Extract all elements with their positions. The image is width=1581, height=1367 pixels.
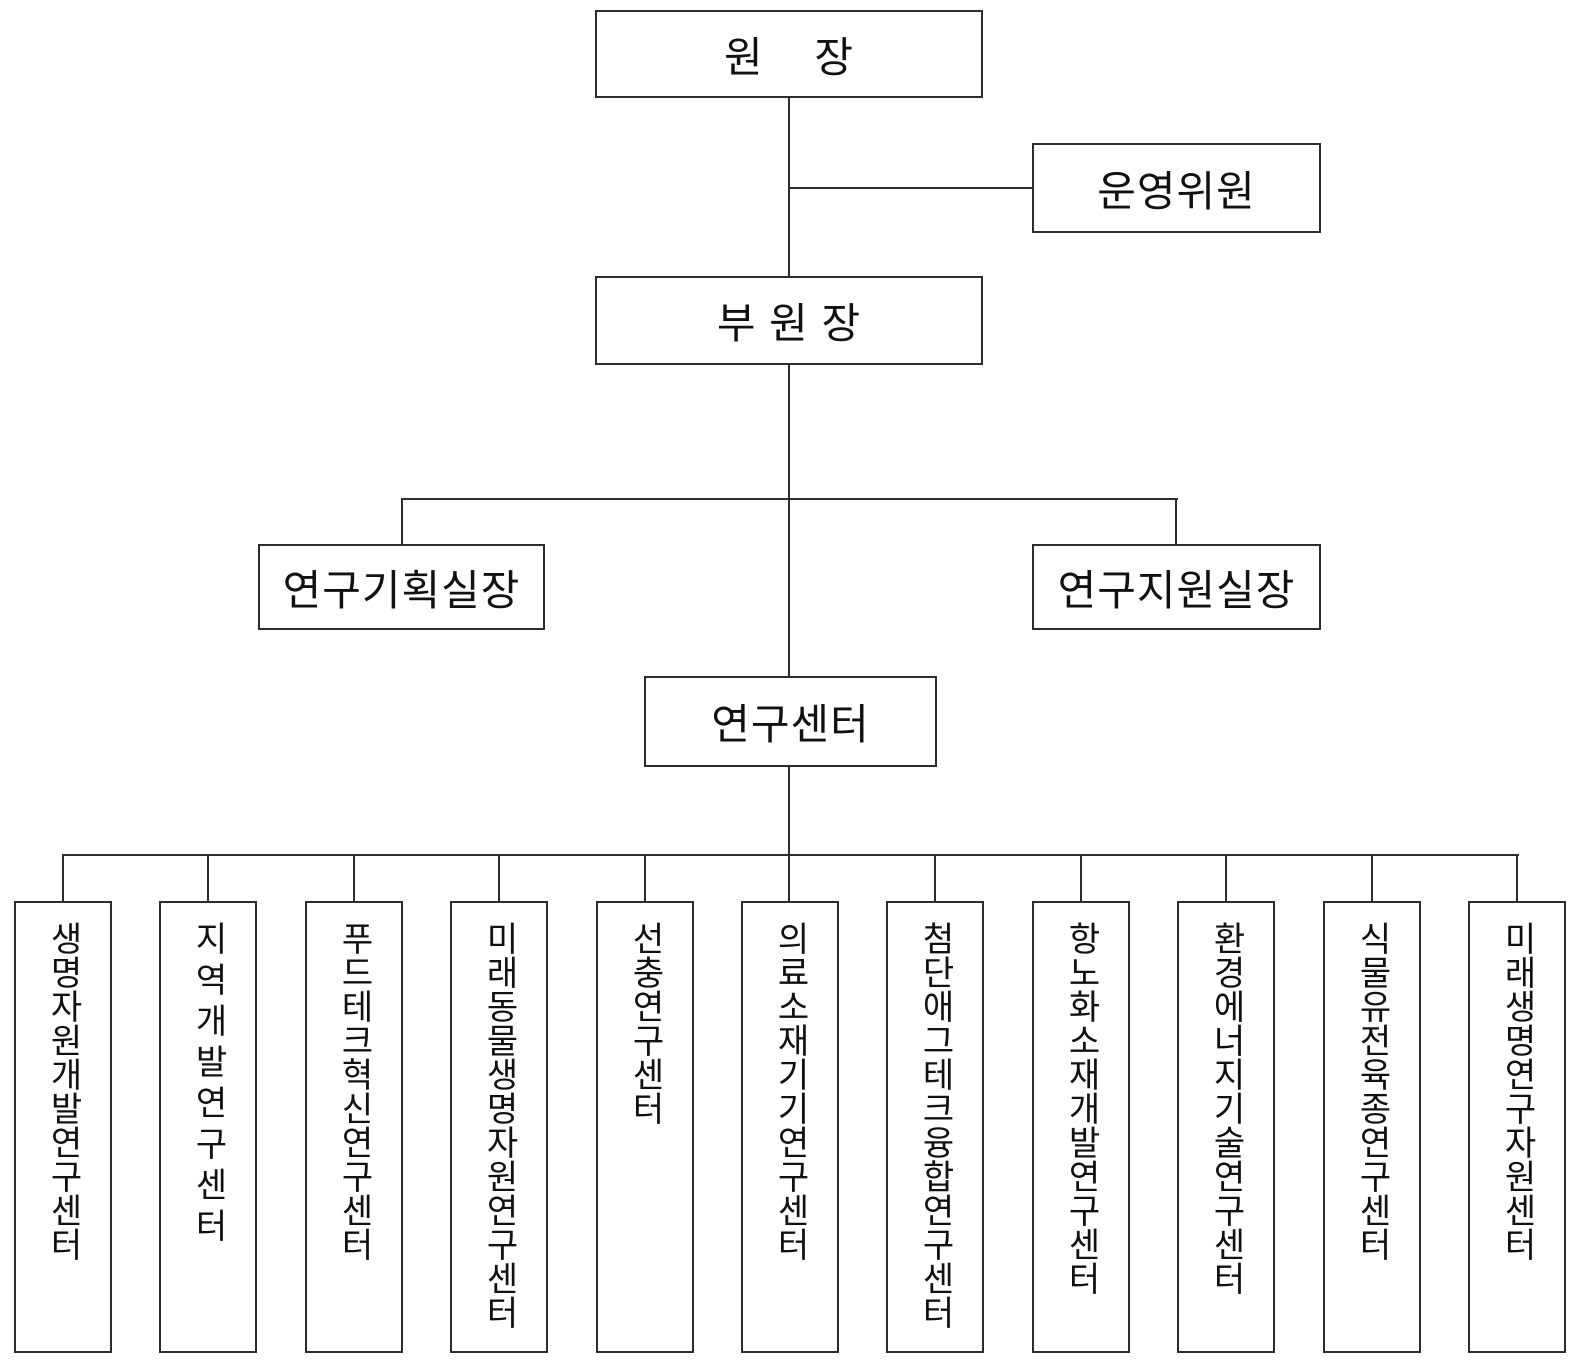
connector-drop-3 (353, 854, 355, 902)
node-deputy-director: 부 원 장 (595, 276, 983, 365)
center-label: 항노화소재개발연구센터 (1062, 921, 1100, 1295)
connector-drop-5 (644, 854, 646, 902)
connector-drop-10 (1371, 854, 1373, 902)
connector-drop-1 (62, 854, 64, 902)
node-steering-committee: 운영위원 (1032, 143, 1321, 233)
connector-drop-7 (934, 854, 936, 902)
center-label: 첨단애그테크융합연구센터 (916, 921, 954, 1329)
node-director: 원 장 (595, 10, 983, 98)
connector-center-fanout (788, 766, 790, 855)
connector-drop-9 (1225, 854, 1227, 902)
node-center-advanced-agtech-convergence: 첨단애그테크융합연구센터 (886, 901, 984, 1353)
node-research-center-label: 연구센터 (711, 701, 870, 748)
node-center-nematode-research: 선충연구센터 (596, 901, 694, 1353)
node-center-regional-development: 지역개발연구센터 (159, 901, 257, 1353)
node-research-center: 연구센터 (644, 676, 937, 767)
node-center-environmental-energy-tech: 환경에너지기술연구센터 (1177, 901, 1275, 1353)
node-director-label: 원 장 (724, 33, 854, 81)
node-research-support-office: 연구지원실장 (1032, 544, 1321, 630)
node-center-bio-resources-development: 생명자원개발연구센터 (14, 901, 112, 1353)
connector-drop-2 (207, 854, 209, 902)
node-center-foodtech-innovation: 푸드테크혁신연구센터 (305, 901, 403, 1353)
node-steering-committee-label: 운영위원 (1097, 167, 1256, 215)
connector-fanout-horizontal (62, 854, 1519, 856)
connector-planning-drop (401, 498, 403, 545)
connector-drop-8 (1080, 854, 1082, 902)
node-research-planning-office-label: 연구기획실장 (282, 566, 521, 614)
node-center-plant-genetics-breeding: 식물유전육종연구센터 (1323, 901, 1421, 1353)
center-label: 환경에너지기술연구센터 (1207, 921, 1245, 1295)
center-label: 푸드테크혁신연구센터 (335, 921, 373, 1261)
connector-drop-11 (1516, 854, 1518, 902)
connector-drop-6 (788, 854, 790, 902)
connector-deputy-center (788, 364, 790, 677)
node-deputy-director-label: 부 원 장 (716, 300, 862, 347)
center-label: 의료소재기기연구센터 (771, 921, 809, 1261)
center-label: 선충연구센터 (626, 921, 664, 1125)
connector-committee-branch (788, 187, 1033, 189)
center-label: 생명자원개발연구센터 (44, 921, 82, 1261)
connector-offices-horizontal (401, 498, 1178, 500)
center-label: 지역개발연구센터 (189, 921, 227, 1249)
connector-support-drop (1175, 498, 1177, 545)
center-label: 미래생명연구자원센터 (1498, 921, 1536, 1261)
center-label: 식물유전육종연구센터 (1353, 921, 1391, 1261)
center-label: 미래동물생명자원연구센터 (480, 921, 518, 1329)
node-center-future-life-research-resources: 미래생명연구자원센터 (1468, 901, 1566, 1353)
node-center-future-animal-bio-resources: 미래동물생명자원연구센터 (450, 901, 548, 1353)
node-center-medical-materials-devices: 의료소재기기연구센터 (741, 901, 839, 1353)
node-research-support-office-label: 연구지원실장 (1057, 566, 1296, 614)
node-center-anti-aging-materials: 항노화소재개발연구센터 (1032, 901, 1130, 1353)
node-research-planning-office: 연구기획실장 (258, 544, 545, 630)
connector-drop-4 (498, 854, 500, 902)
